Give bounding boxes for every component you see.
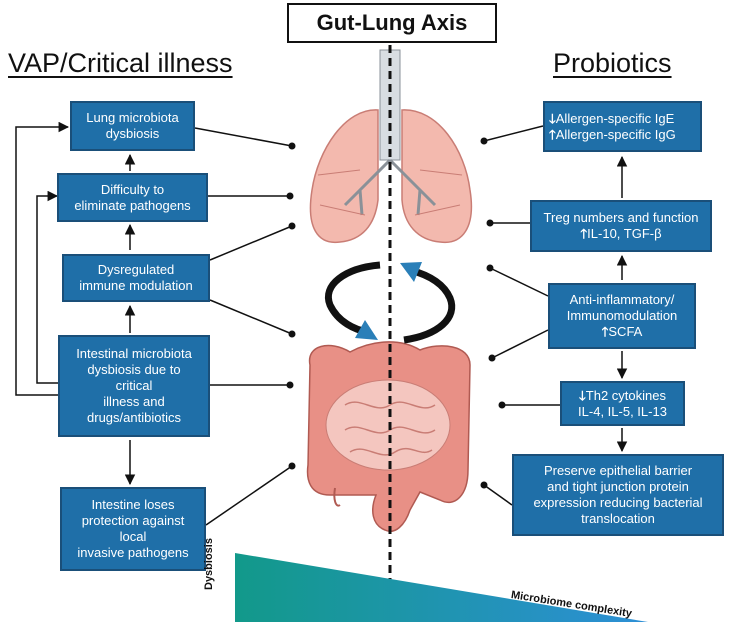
up-arrow-icon: 🡑: [580, 226, 588, 241]
down-arrow-icon: 🡓: [579, 387, 586, 403]
box-dysregulated-immune-modulation: Dysregulated immune modulation: [62, 254, 210, 302]
up-arrow-icon: 🡑: [549, 126, 556, 142]
box-treg-numbers-function: Treg numbers and function 🡑IL-10, TGF-β: [530, 200, 712, 252]
box-th2-cytokines: 🡓Th2 cytokines IL-4, IL-5, IL-13: [560, 381, 685, 426]
box-intestinal-microbiota-dysbiosis: Intestinal microbiota dysbiosis due to c…: [58, 335, 210, 437]
cycle-arrows: [325, 261, 456, 344]
box-difficulty-eliminate-pathogens: Difficulty to eliminate pathogens: [57, 173, 208, 222]
right-heading: Probiotics: [553, 48, 672, 78]
gradient-wedge: [235, 553, 648, 622]
left-heading: VAP/Critical illness: [8, 48, 233, 78]
box-intestine-loses-protection: Intestine loses protection against local…: [60, 487, 206, 571]
down-arrow-icon: 🡓: [549, 110, 556, 126]
up-arrow-icon: 🡑: [601, 324, 609, 339]
diagram-title: Gut-Lung Axis: [287, 3, 497, 43]
dysbiosis-label: Dysbiosis: [203, 538, 215, 590]
box-allergen-specific-ige-igg: 🡓Allergen-specific IgE 🡑Allergen-specifi…: [543, 101, 702, 152]
box-anti-inflammatory-immunomodulation: Anti-inflammatory/ Immunomodulation 🡑SCF…: [548, 283, 696, 349]
box-preserve-epithelial-barrier: Preserve epithelial barrier and tight ju…: [512, 454, 724, 536]
box-lung-microbiota-dysbiosis: Lung microbiota dysbiosis: [70, 101, 195, 151]
